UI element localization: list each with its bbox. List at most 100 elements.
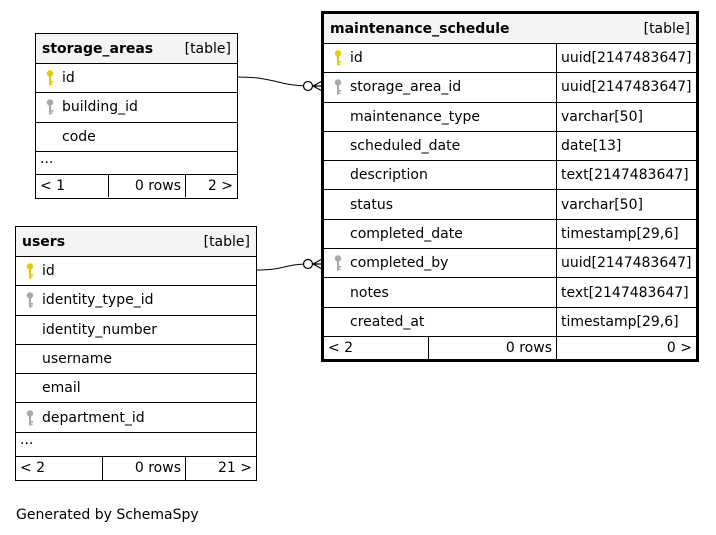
foreign-key-icon	[24, 291, 36, 309]
column-row[interactable]: description text[2147483647]	[324, 160, 696, 190]
column-row[interactable]: identity_type_id	[16, 285, 256, 314]
table-footer: < 2 0 rows 0 >	[324, 335, 696, 360]
column-row[interactable]: scheduled_date date[13]	[324, 130, 696, 161]
table-footer: < 1 0 rows 2 >	[36, 173, 237, 197]
column-name-cell: id	[16, 257, 256, 285]
table-header: maintenance_schedule [table]	[324, 14, 696, 43]
column-row[interactable]: completed_by uuid[2147483647]	[324, 248, 696, 278]
column-name-cell: identity_type_id	[16, 286, 256, 314]
table-header: storage_areas [table]	[36, 34, 237, 63]
footer-parents[interactable]: < 2	[20, 460, 46, 477]
footer-children[interactable]: 0 >	[556, 336, 696, 360]
table-footer: < 2 0 rows 21 >	[16, 455, 256, 480]
column-type-cell: date[13]	[556, 131, 696, 161]
column-row[interactable]: id uuid[2147483647]	[324, 43, 696, 73]
column-name-cell: description	[324, 161, 556, 189]
column-name: description	[350, 167, 428, 184]
table-name: maintenance_schedule	[330, 20, 510, 37]
foreign-key-icon	[44, 98, 56, 116]
column-name: notes	[350, 284, 389, 301]
column-type-cell: varchar[50]	[556, 190, 696, 219]
more-columns: ...	[36, 150, 237, 174]
column-row[interactable]: maintenance_type varchar[50]	[324, 101, 696, 131]
column-row[interactable]: email	[16, 373, 256, 402]
table-name: storage_areas	[42, 40, 154, 57]
edge-completed-by-circle	[302, 258, 314, 270]
column-name-cell: building_id	[36, 93, 237, 121]
column-name-cell: notes	[324, 278, 556, 306]
column-row[interactable]: completed_date timestamp[29,6]	[324, 218, 696, 249]
column-type-cell: uuid[2147483647]	[556, 44, 696, 73]
column-name-cell: created_at	[324, 308, 556, 336]
column-type: timestamp[29,6]	[561, 313, 679, 330]
column-name: building_id	[62, 99, 138, 116]
column-name-cell: completed_date	[324, 220, 556, 248]
column-type: uuid[2147483647]	[561, 50, 692, 67]
table-users[interactable]: users [table] id identity_type_id identity…	[15, 226, 257, 481]
column-name: id	[350, 50, 363, 67]
column-row[interactable]: storage_area_id uuid[2147483647]	[324, 72, 696, 102]
column-name: email	[42, 380, 81, 397]
footer-parents[interactable]: < 2	[328, 340, 354, 357]
column-name: completed_by	[350, 255, 449, 272]
table-header: users [table]	[16, 227, 256, 256]
column-name: maintenance_type	[350, 108, 480, 125]
foreign-key-icon	[332, 254, 344, 272]
primary-key-icon	[332, 49, 344, 67]
column-name: completed_date	[350, 225, 463, 242]
column-name-cell: code	[36, 123, 237, 151]
generated-by-label: Generated by SchemaSpy	[16, 507, 199, 523]
footer-rows: 0 rows	[102, 456, 185, 480]
column-row[interactable]: notes text[2147483647]	[324, 277, 696, 307]
column-type: text[2147483647]	[561, 284, 689, 301]
column-name-cell: status	[324, 190, 556, 218]
column-type-cell: uuid[2147483647]	[556, 249, 696, 278]
column-name-cell: maintenance_type	[324, 103, 556, 131]
column-name-cell: id	[36, 64, 237, 92]
column-type-cell: timestamp[29,6]	[556, 307, 696, 336]
footer-rows: 0 rows	[108, 174, 185, 197]
primary-key-icon	[44, 69, 56, 87]
column-row[interactable]: building_id	[36, 92, 237, 121]
column-type: varchar[50]	[561, 108, 643, 125]
column-type-cell: text[2147483647]	[556, 161, 696, 190]
column-row[interactable]: id	[36, 63, 237, 92]
column-type: uuid[2147483647]	[561, 79, 692, 96]
column-name-cell: department_id	[16, 403, 256, 431]
column-name: status	[350, 196, 394, 213]
column-name-cell: identity_number	[16, 316, 256, 344]
footer-parents[interactable]: < 1	[40, 177, 66, 194]
table-kind: [table]	[203, 233, 250, 250]
column-row[interactable]: created_at timestamp[29,6]	[324, 306, 696, 336]
column-type-cell: timestamp[29,6]	[556, 219, 696, 249]
column-name-cell: completed_by	[324, 249, 556, 277]
column-name: scheduled_date	[350, 138, 461, 155]
column-row[interactable]: department_id	[16, 402, 256, 431]
column-row[interactable]: identity_number	[16, 314, 256, 344]
footer-children[interactable]: 2 >	[185, 174, 237, 197]
column-name-cell: storage_area_id	[324, 73, 556, 101]
column-name: identity_number	[42, 321, 158, 338]
column-type-cell: varchar[50]	[556, 102, 696, 131]
column-type: text[2147483647]	[561, 167, 689, 184]
column-row[interactable]: id	[16, 256, 256, 285]
column-name: storage_area_id	[350, 79, 462, 96]
column-row[interactable]: username	[16, 343, 256, 373]
column-name: username	[42, 351, 112, 368]
table-kind: [table]	[643, 20, 690, 37]
column-type: date[13]	[561, 138, 622, 155]
column-name: created_at	[350, 313, 425, 330]
edge-storage-area	[237, 76, 309, 87]
column-name: department_id	[42, 409, 145, 426]
column-name-cell: id	[324, 44, 556, 72]
column-name: id	[62, 70, 75, 87]
table-maintenance-schedule[interactable]: maintenance_schedule [table] id uuid[2147…	[321, 11, 699, 362]
table-name: users	[22, 233, 66, 250]
column-type-cell: text[2147483647]	[556, 278, 696, 307]
column-name: id	[42, 263, 55, 280]
foreign-key-icon	[24, 409, 36, 427]
column-row[interactable]: status varchar[50]	[324, 189, 696, 219]
footer-children[interactable]: 21 >	[185, 456, 256, 480]
column-row[interactable]: code	[36, 121, 237, 151]
